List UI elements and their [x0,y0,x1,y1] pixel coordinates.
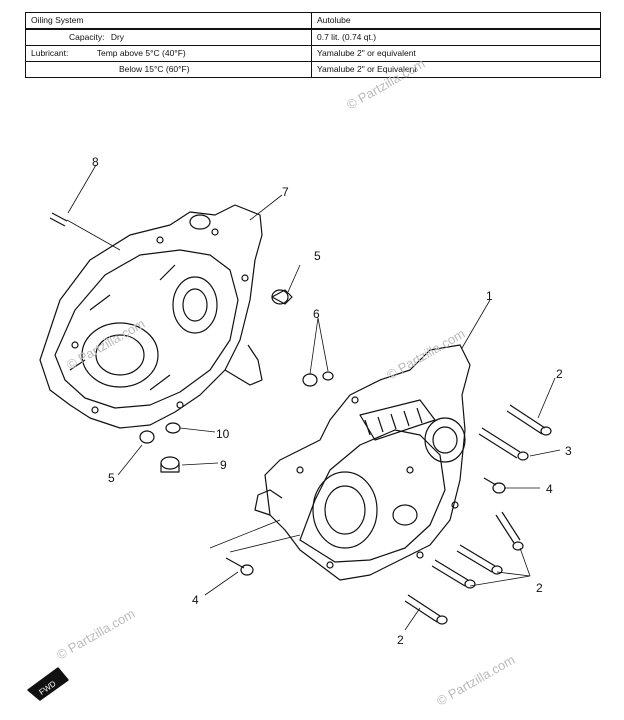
callout-5-bottom: 5 [108,471,115,485]
spec-header-right: Autolube [311,12,601,30]
lubricant-value-below: Yamalube 2" or Equivalent [311,61,601,78]
callout-3: 3 [565,444,572,458]
lubricant-temp-above: Temp above 5°C (40°F) [96,48,186,58]
watermark-4: © Partzilla.com [54,606,137,663]
callout-7: 7 [282,185,289,199]
callout-1: 1 [486,289,493,303]
lubricant-label: Lubricant: [31,48,69,58]
lubricant-temp-below: Below 15°C (60°F) [119,64,190,74]
crankcase-left-half [39,204,263,429]
callout-2-top: 2 [556,367,563,381]
spec-table: Oiling System Autolube Capacity: Dry 0.7… [25,12,601,78]
callout-8: 8 [92,155,99,169]
spec-header-left: Oiling System [25,12,312,30]
watermark-1: © Partzilla.com [344,56,427,113]
callout-4-right: 4 [546,482,553,496]
callout-2-bottom: 2 [397,633,404,647]
callout-4-left: 4 [192,593,199,607]
watermark-3: © Partzilla.com [384,326,467,383]
crankcase-right-half [254,344,471,581]
spec-below-cell: Below 15°C (60°F) [25,61,312,78]
leader-lines [67,164,561,631]
bolts [49,212,552,625]
capacity-sub: Dry [110,32,125,42]
callout-5-top: 5 [314,249,321,263]
callout-10: 10 [216,427,230,441]
spec-header-row: Oiling System Autolube [25,12,601,30]
callout-6: 6 [313,307,320,321]
watermark-5: © Partzilla.com [434,652,517,709]
callout-9: 9 [220,458,227,472]
fwd-arrow-icon [27,667,69,701]
watermark-2: © Partzilla.com [64,316,147,373]
capacity-label: Capacity: [69,32,105,42]
spec-row-below: Below 15°C (60°F) Yamalube 2" or Equival… [25,61,601,78]
callout-2-right: 2 [536,581,543,595]
watermarks: © Partzilla.com © Partzilla.com © Partzi… [54,56,517,709]
